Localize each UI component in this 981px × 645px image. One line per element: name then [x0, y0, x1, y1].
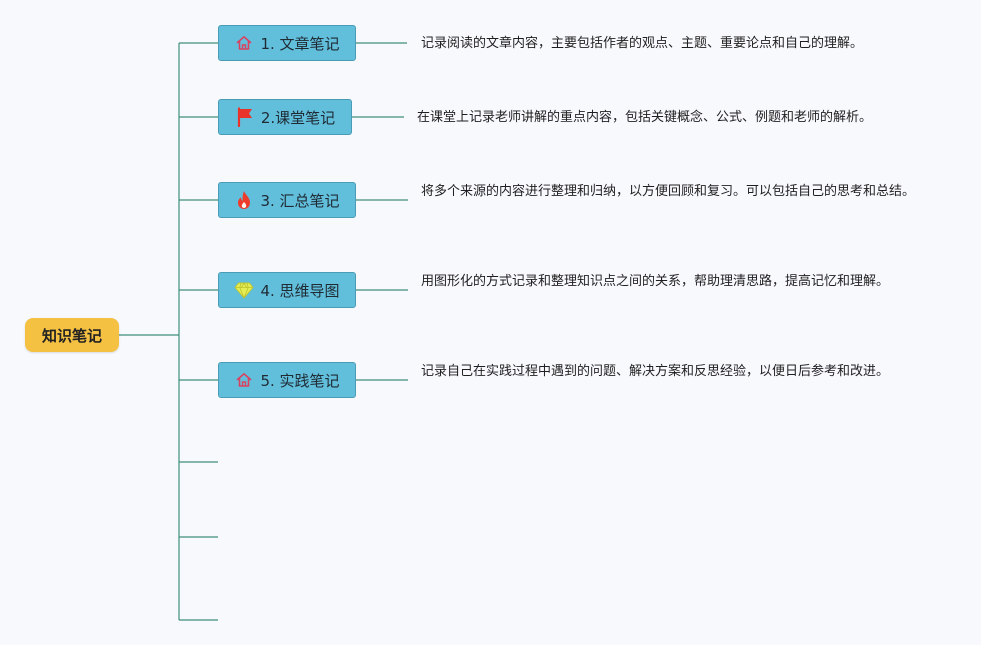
- flag-icon: [235, 107, 255, 127]
- topic-class-notes[interactable]: 2.课堂笔记: [218, 99, 352, 135]
- home-icon: [234, 370, 254, 390]
- fire-icon: [234, 190, 254, 210]
- topic-description: 在课堂上记录老师讲解的重点内容，包括关键概念、公式、例题和老师的解析。: [417, 110, 873, 125]
- topic-mind-map[interactable]: 4. 思维导图: [218, 272, 356, 308]
- topic-description: 记录阅读的文章内容，主要包括作者的观点、主题、重要论点和自己的理解。: [421, 36, 864, 51]
- topic-label: 5. 实践笔记: [260, 371, 340, 390]
- topic-label: 2.课堂笔记: [260, 108, 336, 127]
- topic-description: 用图形化的方式记录和整理知识点之间的关系，帮助理清思路，提高记忆和理解。: [421, 274, 890, 289]
- topic-practice-notes[interactable]: 5. 实践笔记: [218, 362, 356, 398]
- topic-label: 1. 文章笔记: [260, 34, 340, 53]
- topic-description: 将多个来源的内容进行整理和归纳，以方便回顾和复习。可以包括自己的思考和总结。: [421, 184, 916, 199]
- root-label: 知识笔记: [41, 326, 102, 345]
- topic-description: 记录自己在实践过程中遇到的问题、解决方案和反思经验，以便日后参考和改进。: [421, 364, 890, 379]
- topic-label: 4. 思维导图: [260, 281, 340, 300]
- diamond-icon: [234, 280, 254, 300]
- home-icon: [234, 33, 254, 53]
- topic-article-notes[interactable]: 1. 文章笔记: [218, 25, 356, 61]
- topic-label: 3. 汇总笔记: [260, 191, 340, 210]
- topic-summary-notes[interactable]: 3. 汇总笔记: [218, 182, 356, 218]
- root-node[interactable]: 知识笔记: [25, 318, 119, 352]
